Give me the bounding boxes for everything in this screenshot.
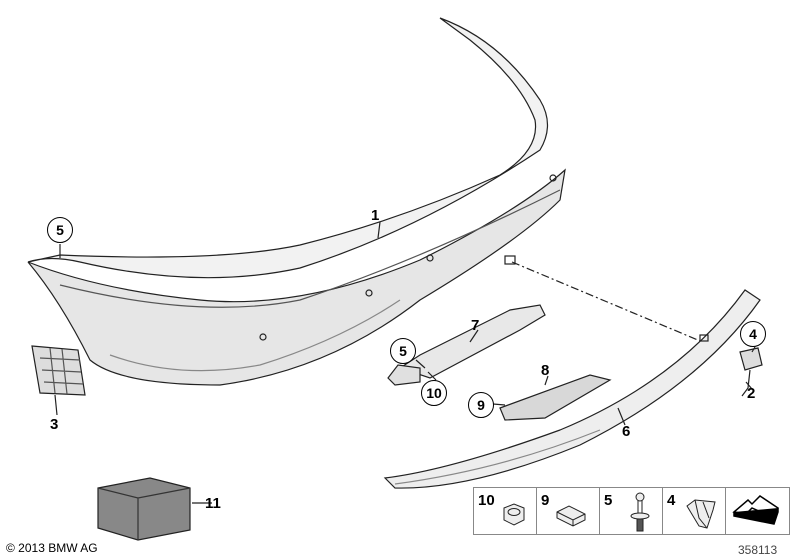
- trim-strip: [383, 289, 761, 489]
- callout-3: 3: [50, 416, 59, 433]
- callout-7: 7: [471, 317, 480, 334]
- hex-nut-icon: [503, 503, 525, 526]
- legend-label: 5: [604, 492, 613, 509]
- callout-11: 11: [205, 495, 221, 512]
- legend-item-10: 10: [474, 488, 537, 534]
- callout-5: 5: [390, 338, 416, 364]
- bracket-small-part: [387, 364, 421, 386]
- hardware-legend: 10 9 5 4: [473, 487, 790, 535]
- clip-pad-icon: [556, 505, 586, 527]
- arrow-icon: [732, 495, 779, 525]
- bracket-part: [398, 304, 546, 379]
- spring-clip-icon: [686, 499, 716, 529]
- legend-item-4: 4: [663, 488, 726, 534]
- legend-item-arrow: [726, 488, 789, 534]
- callout-10: 10: [421, 380, 447, 406]
- legend-item-5: 5: [600, 488, 663, 534]
- legend-label: 4: [667, 492, 676, 509]
- callout-1: 1: [371, 207, 380, 224]
- callout-2: 2: [747, 385, 756, 402]
- legend-label: 10: [478, 492, 495, 509]
- cap-part: [739, 347, 763, 371]
- expanding-rivet-icon: [630, 492, 650, 532]
- callout-5: 5: [47, 217, 73, 243]
- box-part: [97, 477, 191, 541]
- callout-6: 6: [622, 423, 631, 440]
- callout-8: 8: [541, 362, 550, 379]
- bumper-cover: [27, 17, 549, 279]
- legend-label: 9: [541, 492, 550, 509]
- bumper-lower: [27, 168, 566, 386]
- diagram-number: 358113: [738, 543, 778, 557]
- copyright: © 2013 BMW AG: [6, 541, 98, 555]
- callout-9: 9: [468, 392, 494, 418]
- callout-4: 4: [740, 321, 766, 347]
- reflector-part: [499, 374, 612, 421]
- legend-item-9: 9: [537, 488, 600, 534]
